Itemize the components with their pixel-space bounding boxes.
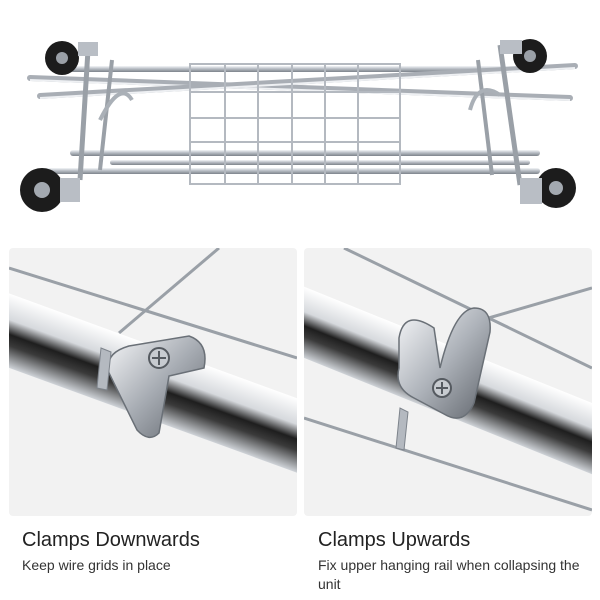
clamp-downwards-photo (9, 248, 297, 516)
caster-bottom-right (520, 168, 576, 208)
caption-clamps-downwards: Clamps Downwards Keep wire grids in plac… (22, 528, 312, 575)
clamp-upwards-photo (304, 248, 592, 516)
caption-clamps-upwards: Clamps Upwards Fix upper hanging rail wh… (318, 528, 593, 594)
clamp-icon (107, 335, 206, 439)
caster-top-right (500, 39, 547, 73)
caster-top-left (45, 41, 98, 75)
caster-bottom-left (20, 168, 80, 212)
product-photo (0, 0, 600, 230)
caption-title: Clamps Upwards (318, 529, 471, 551)
caption-title: Clamps Downwards (22, 529, 200, 551)
caption-description: Keep wire grids in place (22, 557, 171, 573)
caption-description: Fix upper hanging rail when collapsing t… (318, 557, 580, 592)
clamp-icon (397, 307, 491, 419)
folding-garment-rack-icon (20, 39, 578, 212)
